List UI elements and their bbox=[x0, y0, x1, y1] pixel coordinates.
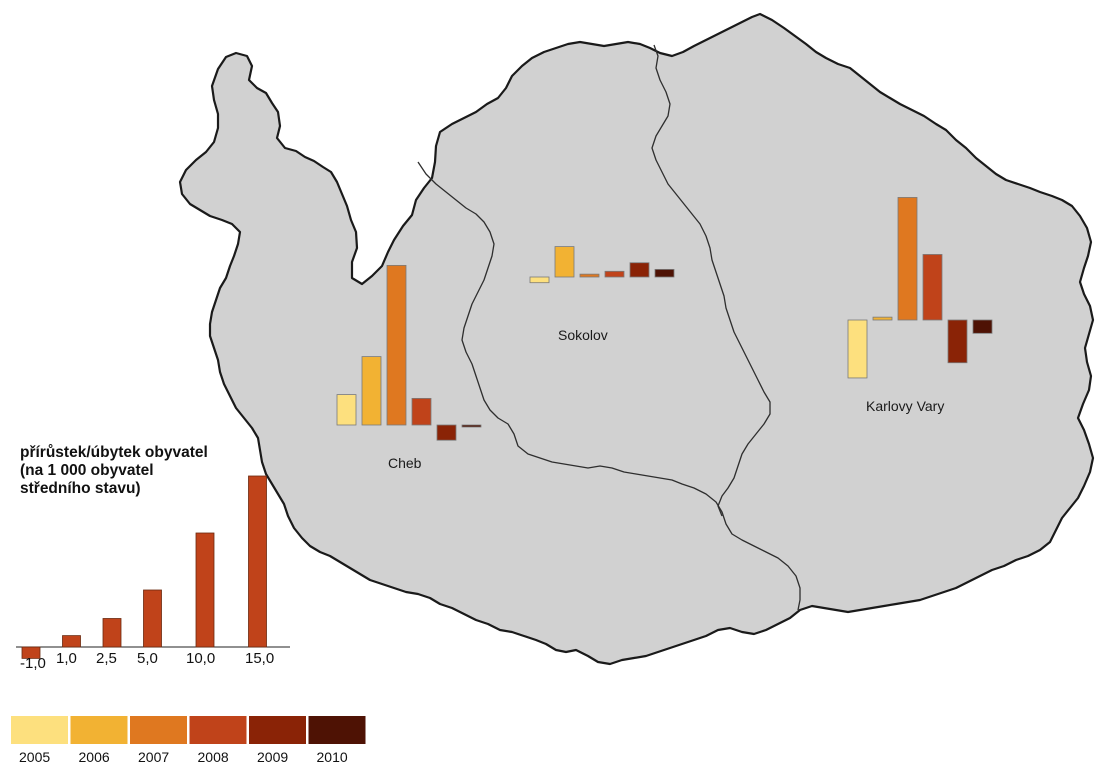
border-cheb-sokolov bbox=[417, 161, 801, 611]
legend-title-line-3: středního stavu) bbox=[20, 480, 141, 497]
legend-title-line-2: (na 1 000 obyvatel bbox=[20, 462, 154, 479]
legend-title: přírůstek/úbytek obyvatel (na 1 000 obyv… bbox=[20, 444, 320, 498]
border-sokolov-karlovy-vary bbox=[651, 44, 771, 517]
region-outline bbox=[178, 12, 1095, 666]
legend-title-line-1: přírůstek/úbytek obyvatel bbox=[20, 444, 208, 461]
